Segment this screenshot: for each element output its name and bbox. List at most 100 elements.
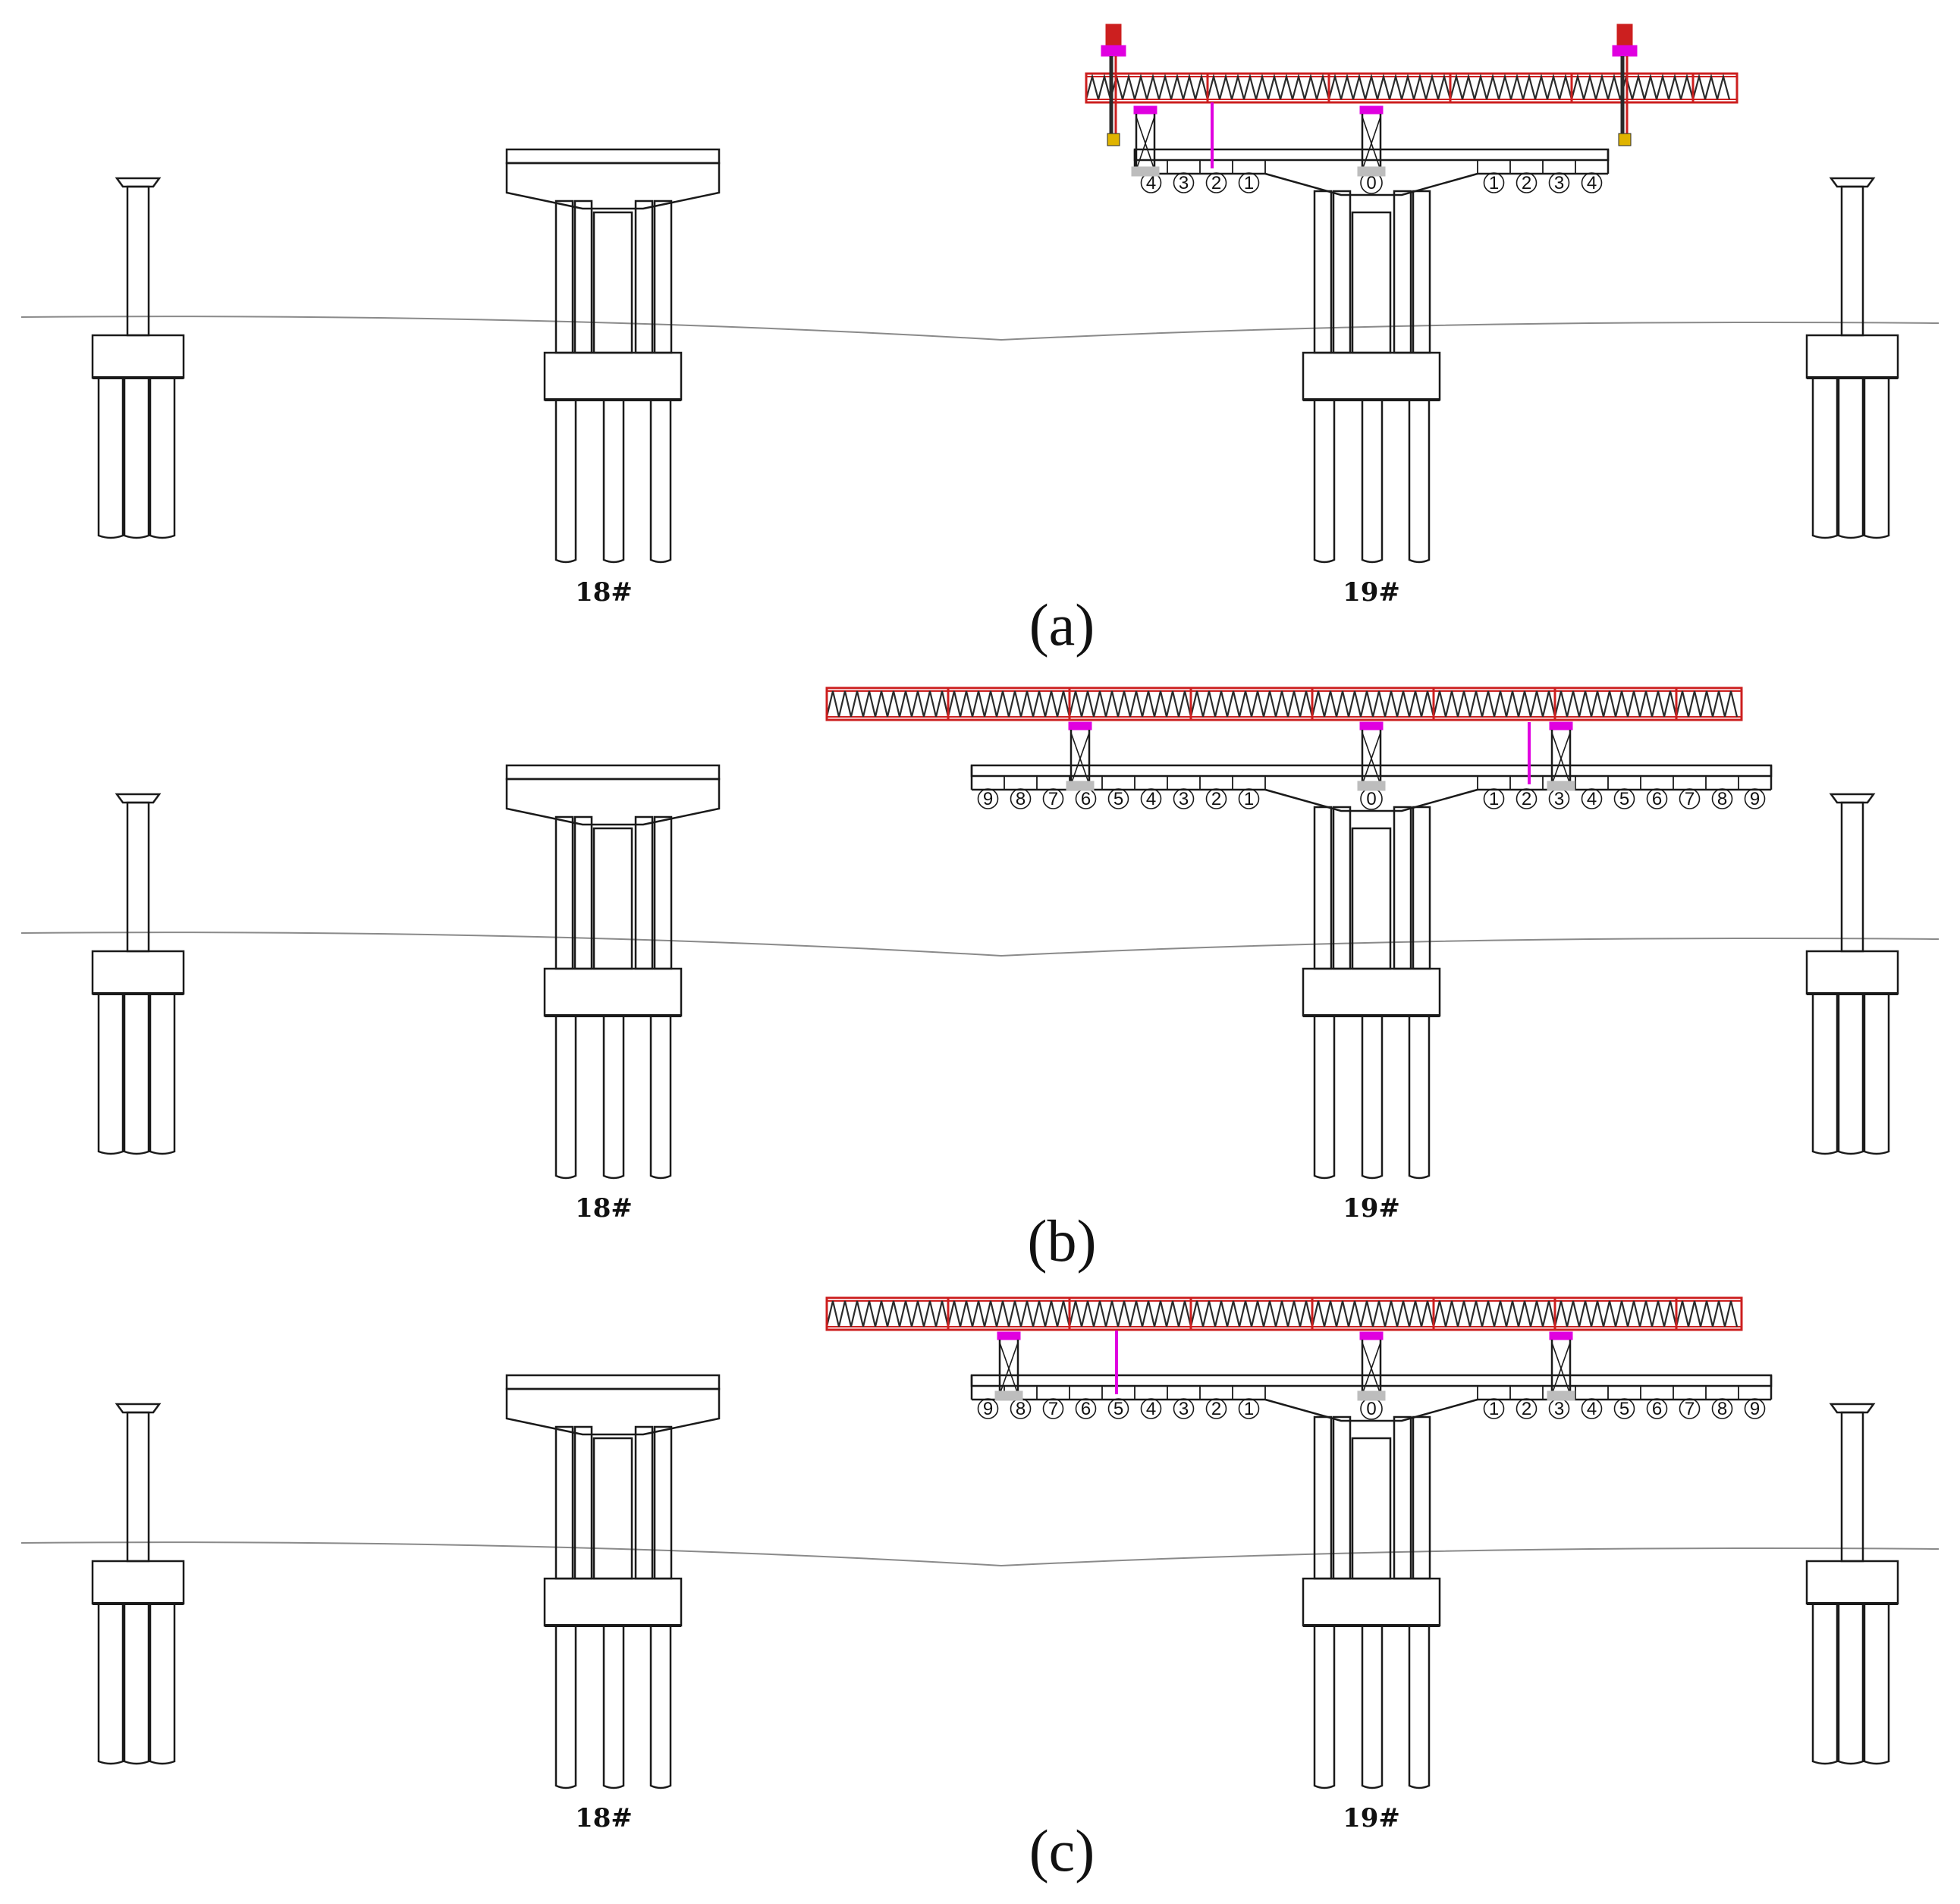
leg-cross-beam xyxy=(1133,105,1157,115)
segment-number-circle xyxy=(1205,788,1227,809)
pile xyxy=(149,378,176,539)
segment-number: 6 xyxy=(1652,789,1662,809)
segment-number: 2 xyxy=(1522,1399,1531,1419)
segment-number: 6 xyxy=(1081,1399,1091,1419)
pile xyxy=(97,994,124,1155)
pier-pile-cap xyxy=(1302,351,1441,401)
leg-brace xyxy=(1070,732,1090,785)
pier-cap-body xyxy=(505,162,721,210)
pier-label-19: 19# xyxy=(1343,577,1400,608)
segment-number: 5 xyxy=(1619,789,1629,809)
pier-column xyxy=(573,815,593,970)
segment-number-circle xyxy=(1107,1398,1129,1419)
segment-number: 8 xyxy=(1016,789,1026,809)
segment-number-circle xyxy=(1238,788,1260,809)
abutment-pile-cap xyxy=(1805,334,1899,379)
segment-number: 7 xyxy=(1048,789,1058,809)
segment-number: 2 xyxy=(1211,1399,1221,1419)
abutment-pile-cap xyxy=(91,334,185,379)
panel-label: (c) xyxy=(1029,1818,1095,1884)
segment-number-circle xyxy=(1516,1398,1538,1419)
pile xyxy=(1811,1604,1839,1765)
abutment-cap-head xyxy=(1829,177,1876,188)
leg-foot xyxy=(1547,781,1575,791)
segment-number-circle xyxy=(1711,788,1733,809)
segment-number: 2 xyxy=(1211,789,1221,809)
segment-number: 1 xyxy=(1489,173,1499,193)
launching-gantry xyxy=(825,687,1743,721)
abutment xyxy=(91,177,185,539)
segment-number: 1 xyxy=(1244,789,1254,809)
pier-label-18: 18# xyxy=(575,1193,633,1224)
pier-column xyxy=(1393,190,1412,354)
pile xyxy=(554,400,577,564)
gantry-end-tower xyxy=(1101,24,1126,146)
pier-column xyxy=(653,200,673,354)
pile xyxy=(602,400,625,564)
pier-pile-cap xyxy=(1302,1577,1441,1627)
segment-number-circle xyxy=(1238,1398,1260,1419)
pile xyxy=(554,1626,577,1789)
abutment-pile-cap xyxy=(1805,950,1899,995)
leg-brace xyxy=(1362,116,1381,171)
pier-column xyxy=(1332,190,1352,354)
leg-cross-beam xyxy=(1549,1331,1573,1340)
segment-number: 1 xyxy=(1489,1399,1499,1419)
pier-core xyxy=(592,211,633,354)
leg-cross-beam xyxy=(1359,1331,1384,1340)
pile xyxy=(97,1604,124,1765)
pile xyxy=(1408,400,1431,564)
segment-number: 5 xyxy=(1619,1399,1629,1419)
pile xyxy=(1837,994,1864,1155)
pier-column xyxy=(1412,806,1431,970)
pile xyxy=(602,1016,625,1180)
gantry-support-leg xyxy=(1547,1331,1575,1401)
pier-18 xyxy=(505,764,721,1180)
gantry-web xyxy=(825,690,1739,718)
segment-number-circle xyxy=(1679,1398,1701,1419)
segment-number-circle xyxy=(1646,1398,1668,1419)
pier-cap-body xyxy=(505,1387,721,1436)
pile xyxy=(1313,1016,1336,1180)
segment-number: 4 xyxy=(1146,789,1156,809)
segment-number-circle xyxy=(1516,788,1538,809)
pile xyxy=(1408,1626,1431,1789)
segment-number: 9 xyxy=(983,789,993,809)
segment-number-circle xyxy=(1173,788,1195,809)
pier-column xyxy=(653,815,673,970)
pile xyxy=(1863,378,1890,539)
pile xyxy=(649,1626,672,1789)
pile xyxy=(97,378,124,539)
abutment-pile-cap xyxy=(91,1560,185,1605)
segment-number-circle xyxy=(1173,172,1195,193)
tower-head xyxy=(1105,24,1122,46)
segment-number: 0 xyxy=(1366,173,1376,193)
pile xyxy=(1811,378,1839,539)
segment-number: 1 xyxy=(1244,1399,1254,1419)
abutment-column xyxy=(126,1411,150,1563)
pile xyxy=(649,400,672,564)
leg-foot xyxy=(1547,1390,1575,1401)
pile xyxy=(123,1604,150,1765)
pile xyxy=(602,1626,625,1789)
pile xyxy=(1361,400,1384,564)
segment-number: 7 xyxy=(1685,1399,1695,1419)
leg-cross-beam xyxy=(1359,721,1384,730)
leg-foot xyxy=(1357,1390,1386,1401)
leg-cross-beam xyxy=(997,1331,1021,1340)
segment-number-circle xyxy=(1744,788,1766,809)
panel-label: (b) xyxy=(1028,1208,1097,1274)
pile xyxy=(1863,1604,1890,1765)
launching-gantry xyxy=(1085,72,1739,104)
pier-cap-top xyxy=(505,764,721,781)
segment-number: 9 xyxy=(1750,789,1760,809)
tower-trolley xyxy=(1612,45,1638,57)
leg-foot xyxy=(1066,781,1095,791)
pier-cap-body xyxy=(505,778,721,826)
pier-column xyxy=(634,815,654,970)
segment-number: 5 xyxy=(1113,789,1123,809)
segment-number-circle xyxy=(1483,172,1505,193)
gantry-support-leg xyxy=(1066,721,1095,791)
deck-top-slab xyxy=(1133,148,1610,162)
pier-column xyxy=(573,200,593,354)
